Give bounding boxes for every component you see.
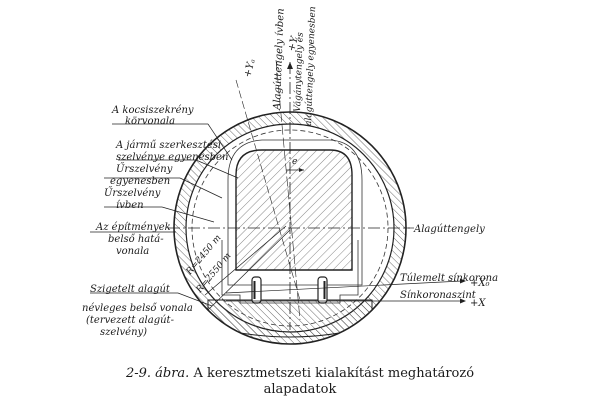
svg-text:Az építmények: Az építmények xyxy=(95,222,171,233)
label-ya: +Yₐ xyxy=(242,58,258,79)
svg-text:ívben: ívben xyxy=(116,200,144,211)
label-jarmu: A jármű szerkesztési szelvénye egyenesbe… xyxy=(115,140,228,163)
label-vaganytengely: Vágánytengely és alagúttengely egyenesbe… xyxy=(292,6,318,126)
leader-lines xyxy=(90,123,414,307)
figure-number: 2-9. ábra. xyxy=(125,366,190,381)
label-e: e xyxy=(292,157,297,167)
svg-text:belső hatá-: belső hatá- xyxy=(108,234,164,245)
figure-caption-line1: 2-9. ábra. A keresztmetszeti kialakítást… xyxy=(0,366,600,381)
svg-text:Szigetelt alagút: Szigetelt alagút xyxy=(90,284,171,295)
label-epitmenyek: Az építmények belső hatá- vonala xyxy=(95,222,171,257)
label-kocsiszekreny: A kocsiszekrény körvonala xyxy=(111,105,194,127)
svg-text:egyenesben: egyenesben xyxy=(110,176,170,187)
axes xyxy=(168,59,466,330)
label-urszelveny-egyenes: Űrszelvény egyenesben xyxy=(110,162,173,187)
svg-text:A jármű szerkesztési: A jármű szerkesztési xyxy=(115,140,221,151)
svg-text:névleges belső vonala: névleges belső vonala xyxy=(82,303,193,314)
label-sinkoronaszint: Sínkoronaszint xyxy=(400,290,477,301)
label-szigetelt: Szigetelt alagút névleges belső vonala (… xyxy=(82,284,193,338)
svg-text:(tervezett alagút-: (tervezett alagút- xyxy=(86,315,175,326)
svg-text:Vágánytengely és: Vágánytengely és xyxy=(292,32,306,112)
label-alagutengely-ivben: Alagúttengely ívben xyxy=(272,8,287,111)
svg-text:szelvénye egyenesben: szelvénye egyenesben xyxy=(116,152,228,163)
svg-text:Űrszelvény: Űrszelvény xyxy=(116,162,173,175)
svg-text:szelvény): szelvény) xyxy=(100,327,147,338)
label-tulemelt-sinkorona: Túlemelt sínkorona xyxy=(400,273,498,284)
svg-text:A kocsiszekrény: A kocsiszekrény xyxy=(111,105,194,116)
label-urszelveny-iv: Űrszelvény ívben xyxy=(104,186,161,211)
caption-text-2: alapadatok xyxy=(263,382,337,397)
caption-text-1: A keresztmetszeti kialakítást meghatároz… xyxy=(193,366,475,381)
figure-caption-line2: alapadatok xyxy=(0,382,600,397)
label-x: +X xyxy=(470,298,486,309)
label-x0: +X₀ xyxy=(470,278,490,289)
label-y: +Y xyxy=(286,34,301,53)
svg-text:alagúttengely egyenesben: alagúttengely egyenesben xyxy=(303,6,318,126)
label-alagutengely: Alagúttengely xyxy=(413,224,485,235)
svg-text:Űrszelvény: Űrszelvény xyxy=(104,186,161,199)
wheels xyxy=(251,276,328,304)
svg-text:körvonala: körvonala xyxy=(125,116,175,127)
svg-text:vonala: vonala xyxy=(116,246,149,257)
